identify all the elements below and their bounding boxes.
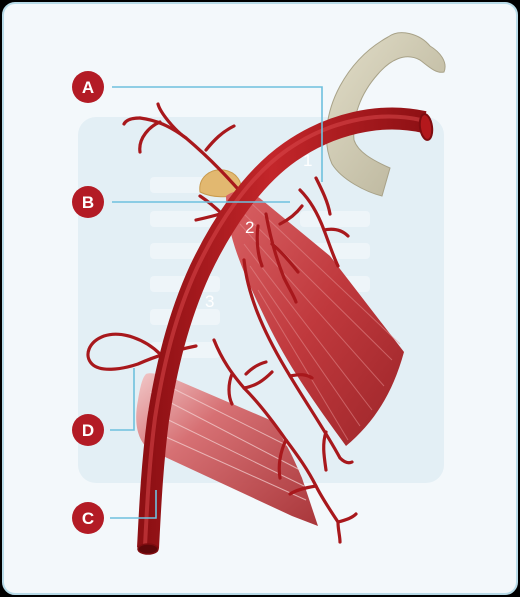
segment-2-number: 2 <box>245 218 254 237</box>
leader-line-c <box>110 490 157 519</box>
branch-arteries <box>86 102 358 544</box>
leader-line-a <box>112 86 323 182</box>
label-a[interactable]: A <box>72 71 104 103</box>
label-c-text: C <box>82 509 94 528</box>
label-c[interactable]: C <box>72 502 104 534</box>
leader-lines <box>110 86 323 519</box>
main-artery <box>137 107 434 555</box>
label-d-text: D <box>82 421 94 440</box>
artery-top-opening <box>418 113 434 141</box>
leader-line-d <box>110 368 135 431</box>
upper-muscle <box>226 191 404 446</box>
segment-1-number: 1 <box>303 151 312 170</box>
label-b[interactable]: B <box>72 186 104 218</box>
label-d[interactable]: D <box>72 414 104 446</box>
segment-3-number: 3 <box>205 292 214 311</box>
label-b-text: B <box>82 193 94 212</box>
upper-muscle-fibers <box>235 201 401 441</box>
artery-bottom-opening <box>137 543 159 555</box>
label-a-text: A <box>82 78 94 97</box>
tendon-stub <box>199 169 242 198</box>
lower-muscle <box>136 373 318 526</box>
